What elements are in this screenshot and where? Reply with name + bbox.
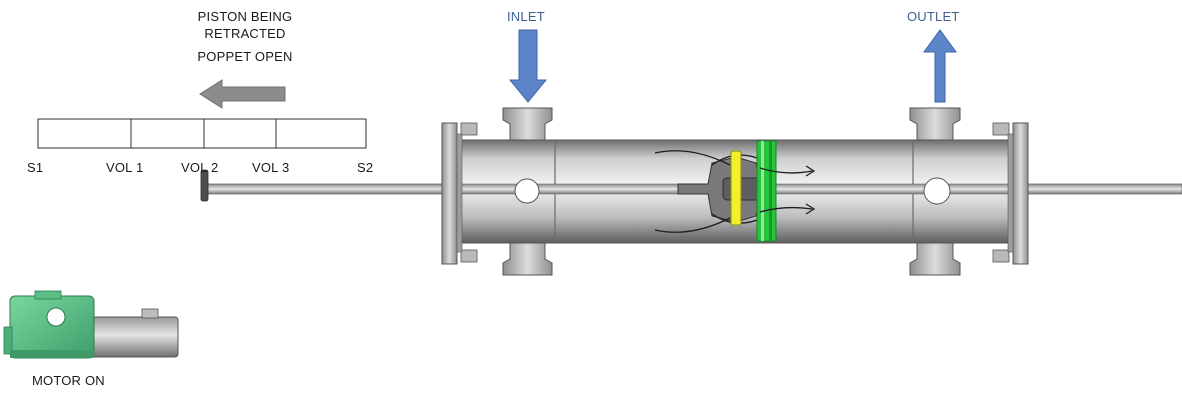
- scale-label-vol2: VOL 2: [181, 160, 219, 175]
- scale-label-s2: S2: [357, 160, 374, 175]
- arrow-up-icon: [923, 29, 957, 103]
- outlet-label: OUTLET: [907, 9, 960, 24]
- volume-scale-bar: [37, 118, 367, 149]
- motor-status-label: MOTOR ON: [32, 373, 105, 388]
- inlet-nozzle: [502, 107, 553, 276]
- piston-status-line1: PISTON BEING: [197, 9, 293, 24]
- arrow-down-icon: [508, 29, 548, 103]
- poppet-valve: [730, 150, 742, 226]
- inlet-label: INLET: [507, 9, 545, 24]
- poppet-status-label: POPPET OPEN: [197, 49, 293, 64]
- left-end-flange: [441, 122, 478, 265]
- right-end-flange: [992, 122, 1029, 265]
- outlet-nozzle: [909, 107, 961, 276]
- piston-seal: [756, 140, 777, 242]
- piston-status-label: PISTON BEING RETRACTED: [150, 9, 340, 41]
- piston-status-line2: RETRACTED: [204, 26, 286, 41]
- arrow-left-icon: [199, 79, 286, 109]
- scale-label-s1: S1: [27, 160, 44, 175]
- scale-label-vol3: VOL 3: [252, 160, 290, 175]
- motor-icon: [3, 290, 179, 359]
- internal-flow-arrows: [654, 150, 816, 233]
- rod-position-indicator: [200, 169, 209, 202]
- scale-label-vol1: VOL 1: [106, 160, 144, 175]
